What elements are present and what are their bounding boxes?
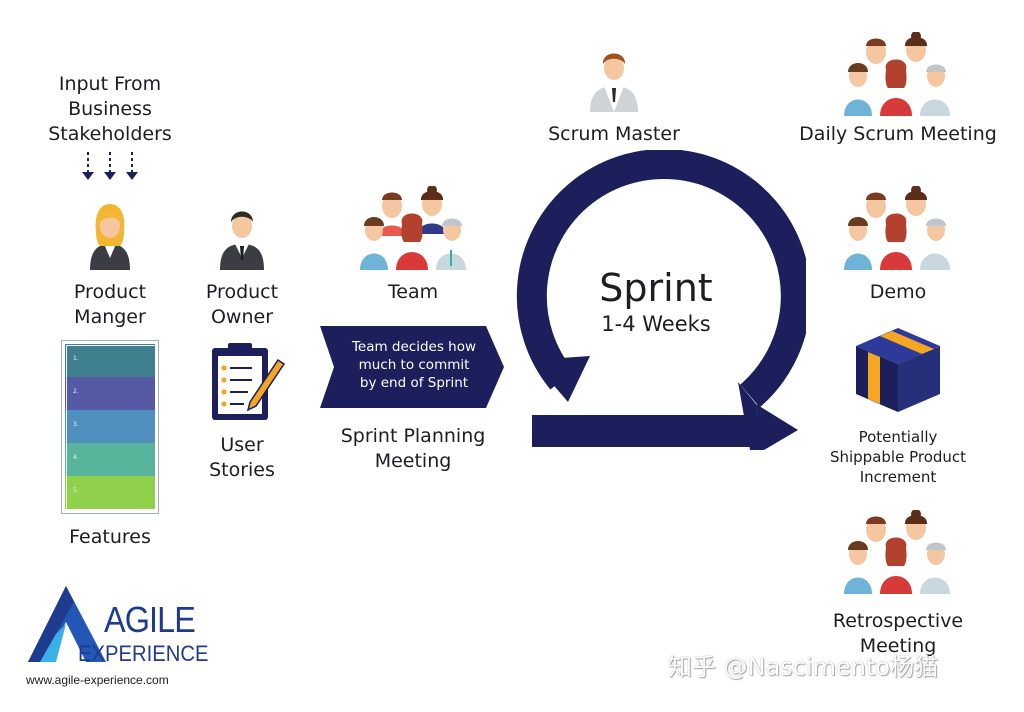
stakeholders-label: Input From Business Stakeholders <box>48 73 172 145</box>
planning-banner-text: Team decides how much to commit by end o… <box>351 339 477 391</box>
sprint-duration: 1-4 Weeks <box>601 312 711 336</box>
feature-row: 4. <box>65 443 155 476</box>
down-arrows-icon <box>82 152 138 180</box>
team-label: Team <box>387 281 439 303</box>
logo-word-experience: EXPERIENCE <box>78 641 209 666</box>
scrum-master-label: Scrum Master <box>548 123 680 145</box>
scrum-master-avatar-icon <box>590 53 638 112</box>
feature-row: 2. <box>65 377 155 410</box>
feature-row: 5. <box>65 476 155 509</box>
product-owner-avatar-icon <box>220 211 264 270</box>
product-manager-label: Product Manger <box>73 281 147 328</box>
team-group-icon <box>360 186 466 270</box>
demo-group-icon <box>844 186 950 270</box>
sprint-planning-label: Sprint Planning Meeting <box>340 425 486 472</box>
features-label: Features <box>69 526 151 548</box>
agile-logo-icon <box>28 586 106 662</box>
logo-url: www.agile-experience.com <box>26 673 169 687</box>
sprint-cycle-icon <box>516 150 806 450</box>
demo-label: Demo <box>869 281 927 303</box>
product-box-icon <box>856 328 940 412</box>
feature-row: 3. <box>65 410 155 443</box>
features-list: 1. 2. 3. 4. 5. <box>61 340 159 514</box>
user-stories-label: User Stories <box>209 434 275 481</box>
logo-word-agile: AGILE <box>104 599 196 640</box>
retrospective-label: Retrospective Meeting <box>832 610 964 657</box>
planning-banner-shape <box>320 326 504 408</box>
daily-scrum-label: Daily Scrum Meeting <box>799 123 997 145</box>
feature-row: 1. <box>65 344 155 377</box>
increment-label: Potentially Shippable Product Increment <box>829 428 967 486</box>
product-owner-label: Product Owner <box>205 281 279 328</box>
clipboard-icon <box>212 343 286 420</box>
retrospective-group-icon <box>844 510 950 594</box>
daily-scrum-group-icon <box>844 32 950 116</box>
watermark-text: 知乎 @Nascimento杨猫 <box>668 653 939 681</box>
sprint-title: Sprint <box>599 266 713 310</box>
product-manager-avatar-icon <box>90 204 130 270</box>
